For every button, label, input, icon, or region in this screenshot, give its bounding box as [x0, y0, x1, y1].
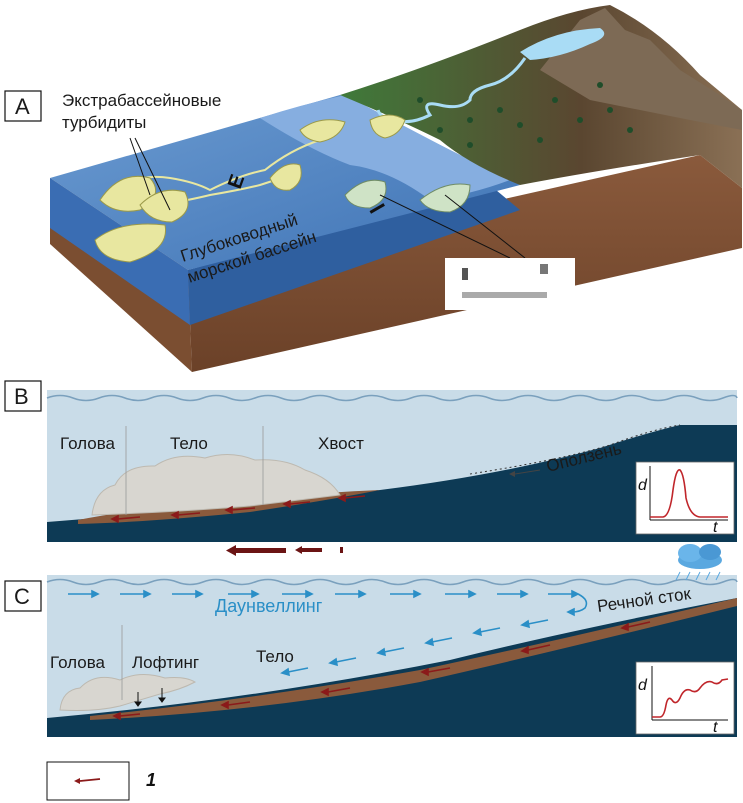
panel-c-letter: C	[14, 584, 30, 609]
panel-b: Голова Тело Хвост Оползень d t B	[5, 381, 737, 542]
storm-cloud-icon	[676, 544, 722, 580]
panel-b-inset-x-label: t	[713, 519, 718, 536]
obscured-label-mark-2	[540, 264, 548, 274]
panel-c-inset	[636, 662, 734, 734]
panel-b-head-label: Голова	[60, 434, 116, 453]
panel-c: Даунвеллинг Речной сток Голова Лофтинг Т…	[5, 544, 737, 737]
panel-a-letter: A	[15, 94, 30, 119]
panel-b-inset	[636, 462, 734, 534]
legend-number: 1	[146, 770, 156, 790]
panel-b-inset-y-label: d	[638, 477, 648, 494]
panel-c-downwelling-label: Даунвеллинг	[215, 596, 323, 616]
panel-b-tail-label: Хвост	[318, 434, 364, 453]
obscured-label-mark-3	[462, 292, 547, 298]
panel-c-inset-y-label: d	[638, 677, 648, 694]
obscured-label-mark-1	[462, 268, 468, 280]
panel-a: Е Экстрабассейновые турбидиты Глубоковод…	[5, 5, 742, 372]
obscured-label-patch	[445, 258, 575, 310]
panel-c-body-label: Тело	[256, 647, 294, 666]
panel-c-lofting-label: Лофтинг	[132, 653, 199, 672]
extrabasin-label-line1: Экстрабассейновые	[62, 91, 221, 110]
panel-b-body-label: Тело	[170, 434, 208, 453]
legend: 1	[47, 762, 156, 800]
flow-direction-indicator	[226, 545, 343, 556]
extrabasin-label-line2: турбидиты	[62, 113, 146, 132]
panel-c-inset-x-label: t	[713, 719, 718, 736]
panel-b-letter: B	[14, 384, 29, 409]
panel-c-head-label: Голова	[50, 653, 106, 672]
